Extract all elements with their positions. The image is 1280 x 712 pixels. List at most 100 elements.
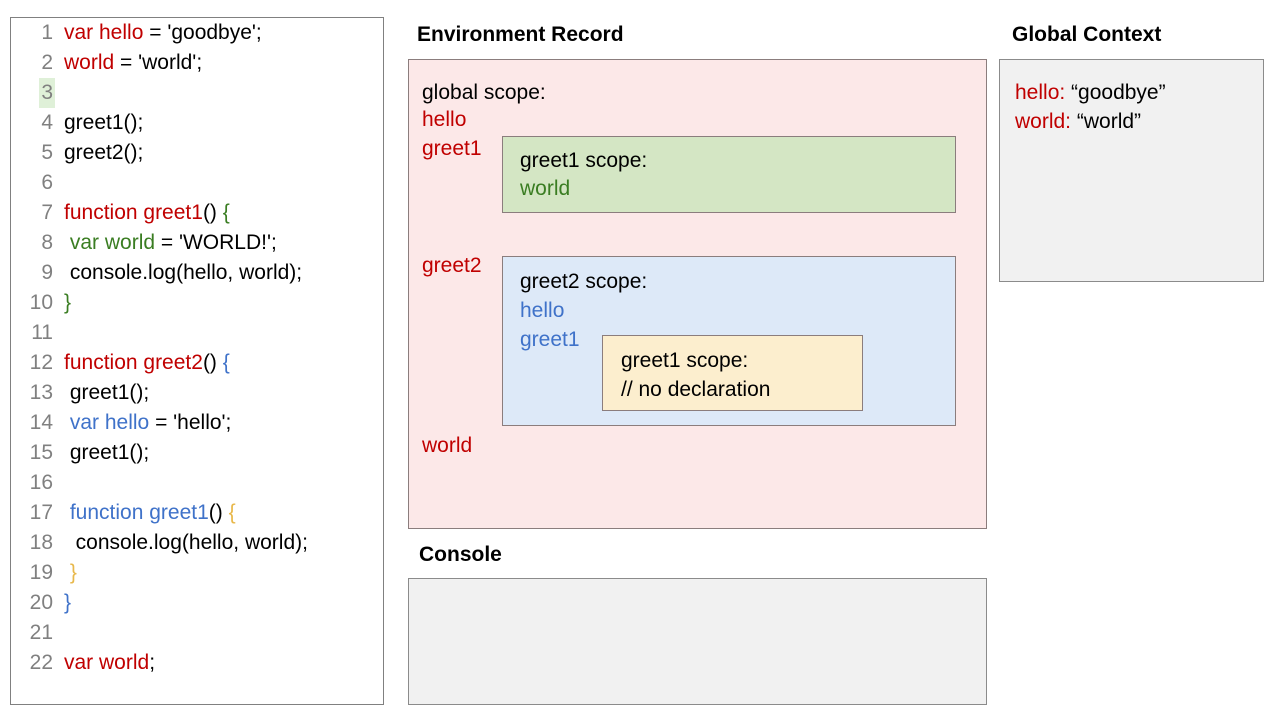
code-token: world [64,51,115,74]
line-number: 12 [29,351,53,374]
code-token: greet1(); [64,111,144,134]
code-line[interactable]: 6 [11,168,383,198]
code-token: = 'hello'; [149,411,232,434]
line-number: 22 [29,651,53,674]
global-binding-hello: hello [422,108,467,131]
code-line[interactable]: 11 [11,318,383,348]
console-output [409,579,986,599]
code-token: () [202,351,223,374]
code-text: function greet1() { [55,498,236,528]
line-number: 9 [41,261,53,284]
code-line[interactable]: 18 console.log(hello, world); [11,528,383,558]
code-token: } [64,291,72,314]
code-token: function greet1 [69,501,209,524]
code-token: { [228,501,236,524]
console-title: Console [419,543,502,566]
console-panel[interactable] [408,578,987,705]
code-line[interactable]: 8 var world = 'WORLD!'; [11,228,383,258]
code-token: { [222,351,230,374]
code-text: world = 'world'; [55,48,202,78]
code-text: greet2(); [55,138,143,168]
code-token: = 'WORLD!'; [155,231,277,254]
code-token: = 'world'; [114,51,203,74]
code-line[interactable]: 14 var hello = 'hello'; [11,408,383,438]
code-token: () [208,501,229,524]
greet2-scope-heading: greet2 scope: [520,270,648,293]
greet2-scope-binding-greet1: greet1 [520,328,580,351]
line-number: 19 [29,561,53,584]
global-context-value: “world” [1076,110,1142,133]
code-text: console.log(hello, world); [55,528,308,558]
line-number: 16 [29,471,53,494]
code-line[interactable]: 4 greet1(); [11,108,383,138]
inner-greet1-scope-box: greet1 scope: // no declaration [602,335,863,411]
code-line[interactable]: 13 greet1(); [11,378,383,408]
global-context-key: world: [1015,110,1077,133]
global-context-entry: world: “world” [1015,108,1141,135]
line-number: 17 [29,501,53,524]
global-context-entry: hello: “goodbye” [1015,79,1166,106]
greet1-scope-box: greet1 scope: world [502,136,956,213]
code-token: greet2(); [64,141,144,164]
global-binding-world: world [422,434,473,457]
code-line[interactable]: 9 console.log(hello, world); [11,258,383,288]
code-token: () [202,201,223,224]
code-token: greet1(); [64,381,150,404]
code-token: var hello [69,411,150,434]
code-line[interactable]: 12 function greet2() { [11,348,383,378]
line-number: 14 [29,411,53,434]
code-token: } [69,561,77,584]
line-number: 11 [31,321,53,344]
code-text: var world = 'WORLD!'; [55,228,277,258]
code-line[interactable]: 19 } [11,558,383,588]
code-text: greet1(); [55,108,143,138]
code-token: var world [69,231,156,254]
line-number: 2 [41,51,53,74]
code-token: greet1(); [64,441,150,464]
code-token: function greet2 [64,351,203,374]
code-line[interactable]: 21 [11,618,383,648]
environment-record-panel: global scope: hello greet1 greet2 world … [408,59,987,529]
line-number: 20 [29,591,53,614]
line-number: 21 [29,621,53,644]
global-binding-greet1: greet1 [422,137,482,160]
code-line[interactable]: 10} [11,288,383,318]
line-number: 1 [41,21,53,44]
code-token: = 'goodbye'; [143,21,262,44]
code-text: } [55,288,71,318]
global-scope-heading: global scope: [422,81,546,104]
greet1-scope-binding-world: world [520,177,571,200]
code-line[interactable]: 3 [11,78,383,108]
code-text: greet1(); [55,438,149,468]
code-token: ; [149,651,156,674]
code-token: var world [64,651,150,674]
line-number: 4 [41,111,53,134]
code-line[interactable]: 16 [11,468,383,498]
code-text: function greet1() { [55,198,230,228]
global-context-panel: hello: “goodbye” world: “world” [999,59,1264,282]
inner-greet1-scope-note: // no declaration [621,378,771,401]
inner-greet1-scope-heading: greet1 scope: [621,349,749,372]
line-number: 3 [11,78,55,108]
code-line[interactable]: 15 greet1(); [11,438,383,468]
greet1-scope-heading: greet1 scope: [520,149,648,172]
environment-record-title: Environment Record [417,23,624,46]
code-line[interactable]: 17 function greet1() { [11,498,383,528]
line-number: 18 [29,531,53,554]
code-text: } [55,588,71,618]
code-line[interactable]: 20} [11,588,383,618]
code-text: } [55,558,77,588]
global-binding-greet2: greet2 [422,254,482,277]
code-token: function greet1 [64,201,203,224]
code-text: var world; [55,648,155,678]
code-token: console.log(hello, world); [64,531,308,554]
code-line[interactable]: 5 greet2(); [11,138,383,168]
line-number: 5 [41,141,53,164]
greet2-scope-binding-hello: hello [520,299,565,322]
